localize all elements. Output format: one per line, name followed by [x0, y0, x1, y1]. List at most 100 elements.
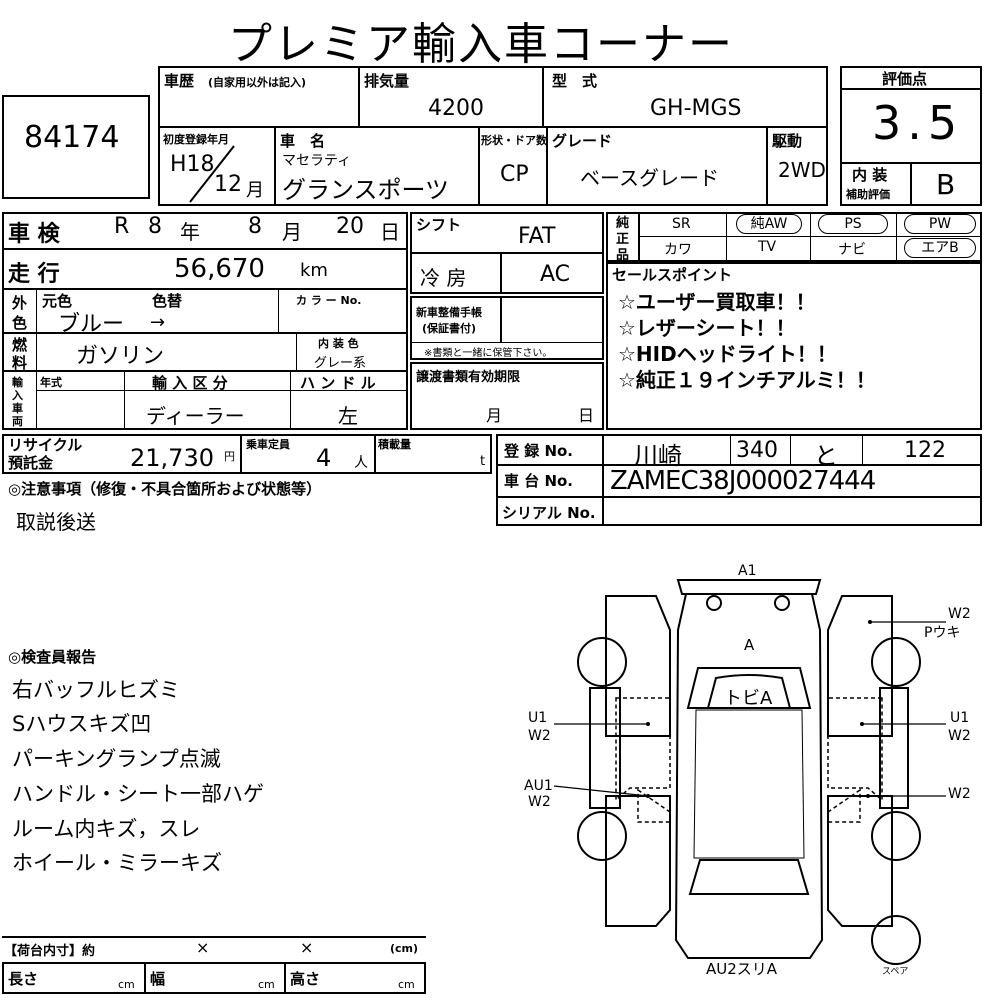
capacity-value: 4: [316, 444, 332, 472]
diagram-left-mid-1: U1: [528, 710, 548, 726]
equipment-side-2: 正: [616, 232, 630, 247]
diagram-hood-label: A: [744, 636, 755, 654]
color-no-label: カ ラ ー No.: [296, 294, 362, 307]
inspector-report-label: ◎検査員報告: [8, 648, 97, 666]
import-side-label-2: 入: [12, 389, 23, 402]
registration-kana: と: [814, 442, 838, 470]
service-book-label: 新車整備手帳: [416, 306, 482, 319]
load-unit: t: [480, 454, 486, 469]
service-book-table: [410, 296, 604, 360]
equipment-ps: PS: [818, 214, 888, 234]
capacity-label: 乗車定員: [246, 438, 290, 451]
sales-point-2: ☆レザーシート！！: [618, 316, 796, 340]
inspector-item-6: ホイール・ミラーキズ: [12, 851, 222, 875]
equipment-airbag: エアB: [904, 238, 976, 258]
inspector-item-4: ハンドル・シート一部ハゲ: [12, 782, 264, 806]
color-side-label-1: 外: [12, 294, 28, 312]
color-arrow: →: [150, 312, 166, 333]
mileage-label: 走 行: [8, 262, 60, 287]
cargo-length-label: 長さ: [8, 970, 39, 988]
history-note: (自家用以外は記入): [208, 76, 307, 89]
inspector-item-3: パーキングランプ点滅: [12, 747, 221, 771]
equipment-alloy-wheel: 純AW: [736, 214, 802, 234]
equipment-table: [606, 212, 982, 262]
service-book-sub-label: (保証書付): [422, 322, 477, 335]
inspection-year-unit: 年: [180, 220, 200, 244]
lot-number: 84174: [24, 120, 120, 155]
transfer-docs-table: [410, 362, 604, 430]
diagram-left-rear-1: AU1: [524, 778, 553, 794]
mileage-unit: km: [300, 260, 328, 281]
equipment-navi: ナビ: [838, 242, 866, 258]
car-maker: マセラティ: [282, 153, 352, 169]
interior-label: 内 装: [852, 166, 888, 184]
service-book-note: ※書類と一緒に保管下さい。: [424, 348, 553, 359]
model-value: GH-MGS: [650, 96, 742, 121]
serial-label: シリアル No.: [502, 504, 596, 522]
body-type-label: 形状・ドア数: [481, 134, 547, 147]
equipment-leather: カワ: [664, 242, 692, 258]
equipment-side-1: 純: [616, 216, 630, 231]
import-type-label: 輸 入 区 分: [152, 374, 228, 392]
recycle-unit: 円: [224, 450, 235, 463]
recycle-sub-label: 預託金: [8, 454, 54, 472]
displacement-value: 4200: [428, 96, 484, 121]
grade-value: ベースグレード: [580, 166, 719, 190]
notes-value: 取説後送: [16, 510, 96, 534]
interior-color-value: グレー系: [314, 356, 367, 371]
cargo-times-1: ×: [196, 938, 210, 957]
recycle-table: [2, 434, 492, 474]
car-name-label: 車 名: [280, 132, 326, 150]
registration-label: 登 録 No.: [504, 442, 574, 460]
diagram-left-rear-2: W2: [528, 794, 551, 810]
transfer-day-unit: 日: [578, 406, 595, 425]
grade-label: グレード: [552, 132, 613, 150]
first-registration-month: 12: [214, 172, 242, 197]
shift-label: シフト: [416, 216, 462, 234]
cargo-width-unit: cm: [258, 978, 275, 991]
transfer-month-unit: 月: [486, 406, 503, 425]
cargo-height-label: 高さ: [290, 970, 321, 988]
model-label: 型 式: [552, 72, 598, 90]
car-damage-diagram: [553, 579, 946, 965]
import-year-label: 年式: [40, 376, 62, 389]
aircon-value: AC: [540, 262, 571, 287]
chassis-label: 車 台 No.: [504, 472, 574, 490]
inspection-label: 車 検: [8, 222, 60, 247]
notes-label: ◎注意事項（修復・不具合箇所および状態等）: [8, 480, 322, 498]
aircon-label: 冷 房: [420, 266, 467, 290]
registration-number: 122: [904, 438, 946, 463]
evaluation-label: 評価点: [882, 70, 928, 88]
recycle-label: リサイクル: [8, 436, 83, 454]
car-name: グランスポーツ: [282, 176, 450, 204]
interior-color-label: 内 装 色: [318, 337, 359, 350]
registration-class: 340: [736, 438, 778, 463]
history-label: 車歴: [164, 72, 195, 90]
cargo-times-2: ×: [300, 938, 314, 957]
fuel-side-label-2: 料: [12, 354, 28, 372]
drive-value: 2WD: [778, 158, 826, 182]
sales-points-box: [606, 262, 982, 430]
first-registration-month-unit: 月: [246, 180, 264, 201]
sales-point-1: ☆ユーザー買取車！！: [618, 290, 816, 314]
first-registration-year: H18: [170, 152, 215, 177]
cargo-width-label: 幅: [150, 970, 166, 988]
import-type-value: ディーラー: [146, 404, 245, 428]
shift-value: FAT: [518, 224, 556, 249]
inspection-year: 8: [148, 214, 162, 239]
inspection-month-unit: 月: [282, 220, 302, 244]
cargo-height-unit: cm: [398, 978, 415, 991]
diagram-right-front-2: Pウキ: [924, 625, 961, 641]
sales-point-3: ☆HIDヘッドライト！！: [618, 342, 837, 366]
inspection-day-unit: 日: [380, 220, 400, 244]
body-type-value: CP: [500, 162, 529, 187]
sales-point-4: ☆純正１９インチアルミ！！: [618, 368, 876, 392]
diagram-right-mid-1: U1: [950, 710, 970, 726]
cargo-length-unit: cm: [118, 978, 135, 991]
registration-place: 川崎: [634, 442, 682, 470]
original-color-label: 元色: [42, 292, 73, 310]
diagram-left-mid-2: W2: [528, 728, 551, 744]
condition-table: [2, 212, 408, 430]
handle-label: ハ ン ド ル: [300, 374, 376, 392]
chassis-value: ZAMEC38J000027444: [610, 466, 876, 496]
